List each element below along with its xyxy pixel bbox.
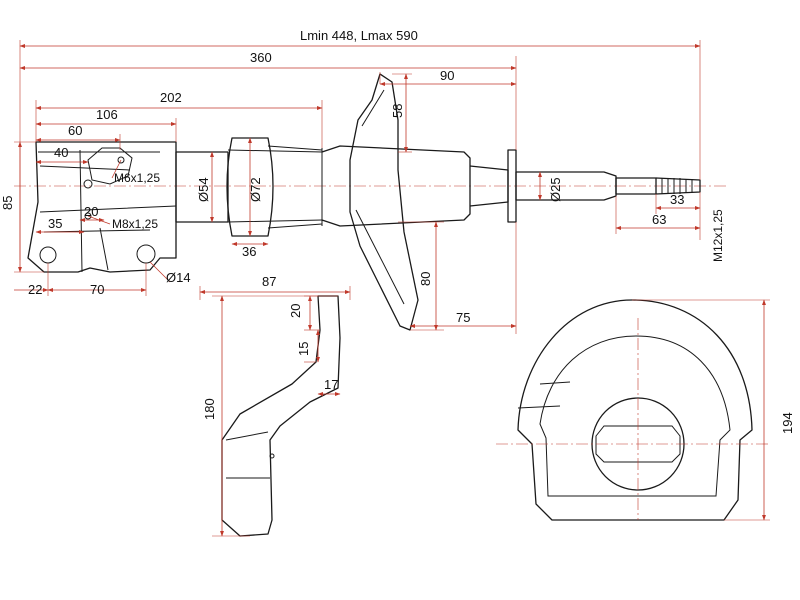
height-15-label: 15 (296, 342, 311, 356)
mount-outer-outline (517, 299, 753, 521)
length-60-label: 60 (68, 123, 82, 138)
mount-profile-view (221, 295, 341, 537)
length-360-label: 360 (250, 50, 272, 65)
length-75-label: 75 (456, 310, 470, 325)
diameter-54-label: Ø54 (196, 177, 211, 202)
m12-thread-label: M12x1,25 (711, 209, 725, 262)
dimension-labels: Lmin 448, Lmax 590 360 202 106 60 40 85 … (0, 28, 795, 434)
length-35-label: 35 (48, 216, 62, 231)
bracket-profile (221, 295, 341, 537)
lower-bolt-hole (39, 246, 57, 264)
length-106-label: 106 (96, 107, 118, 122)
length-17-label: 17 (324, 377, 338, 392)
diameter-72-label: Ø72 (248, 177, 263, 202)
length-87-label: 87 (262, 274, 276, 289)
m6-bolt-hole (117, 156, 125, 164)
threaded-end (655, 177, 701, 195)
length-20-label: 20 (84, 204, 98, 219)
height-80-label: 80 (418, 272, 433, 286)
strut-side-view (27, 73, 701, 331)
length-40-label: 40 (54, 145, 68, 160)
diameter-25-label: Ø25 (548, 177, 563, 202)
length-90-label: 90 (440, 68, 454, 83)
height-180-label: 180 (202, 398, 217, 420)
m8-thread-label: M8x1,25 (112, 217, 158, 231)
length-22-label: 22 (28, 282, 42, 297)
diameter-14-label: Ø14 (166, 270, 191, 285)
height-194-label: 194 (780, 412, 795, 434)
length-33-label: 33 (670, 192, 684, 207)
dimension-lines (14, 40, 770, 537)
length-202-label: 202 (160, 90, 182, 105)
spring-seat (226, 137, 274, 237)
top-mount-plate (349, 73, 419, 331)
length-70-label: 70 (90, 282, 104, 297)
overall-length-label: Lmin 448, Lmax 590 (300, 28, 418, 43)
height-58-label: 58 (390, 104, 405, 118)
length-36-label: 36 (242, 244, 256, 259)
upper-bolt-hole (136, 244, 156, 264)
m6-thread-label: M6x1,25 (114, 171, 160, 185)
height-20-label: 20 (288, 304, 303, 318)
knuckle-bracket (27, 141, 177, 273)
mount-top-view (496, 299, 770, 521)
length-63-label: 63 (652, 212, 666, 227)
height-85-label: 85 (0, 196, 15, 210)
